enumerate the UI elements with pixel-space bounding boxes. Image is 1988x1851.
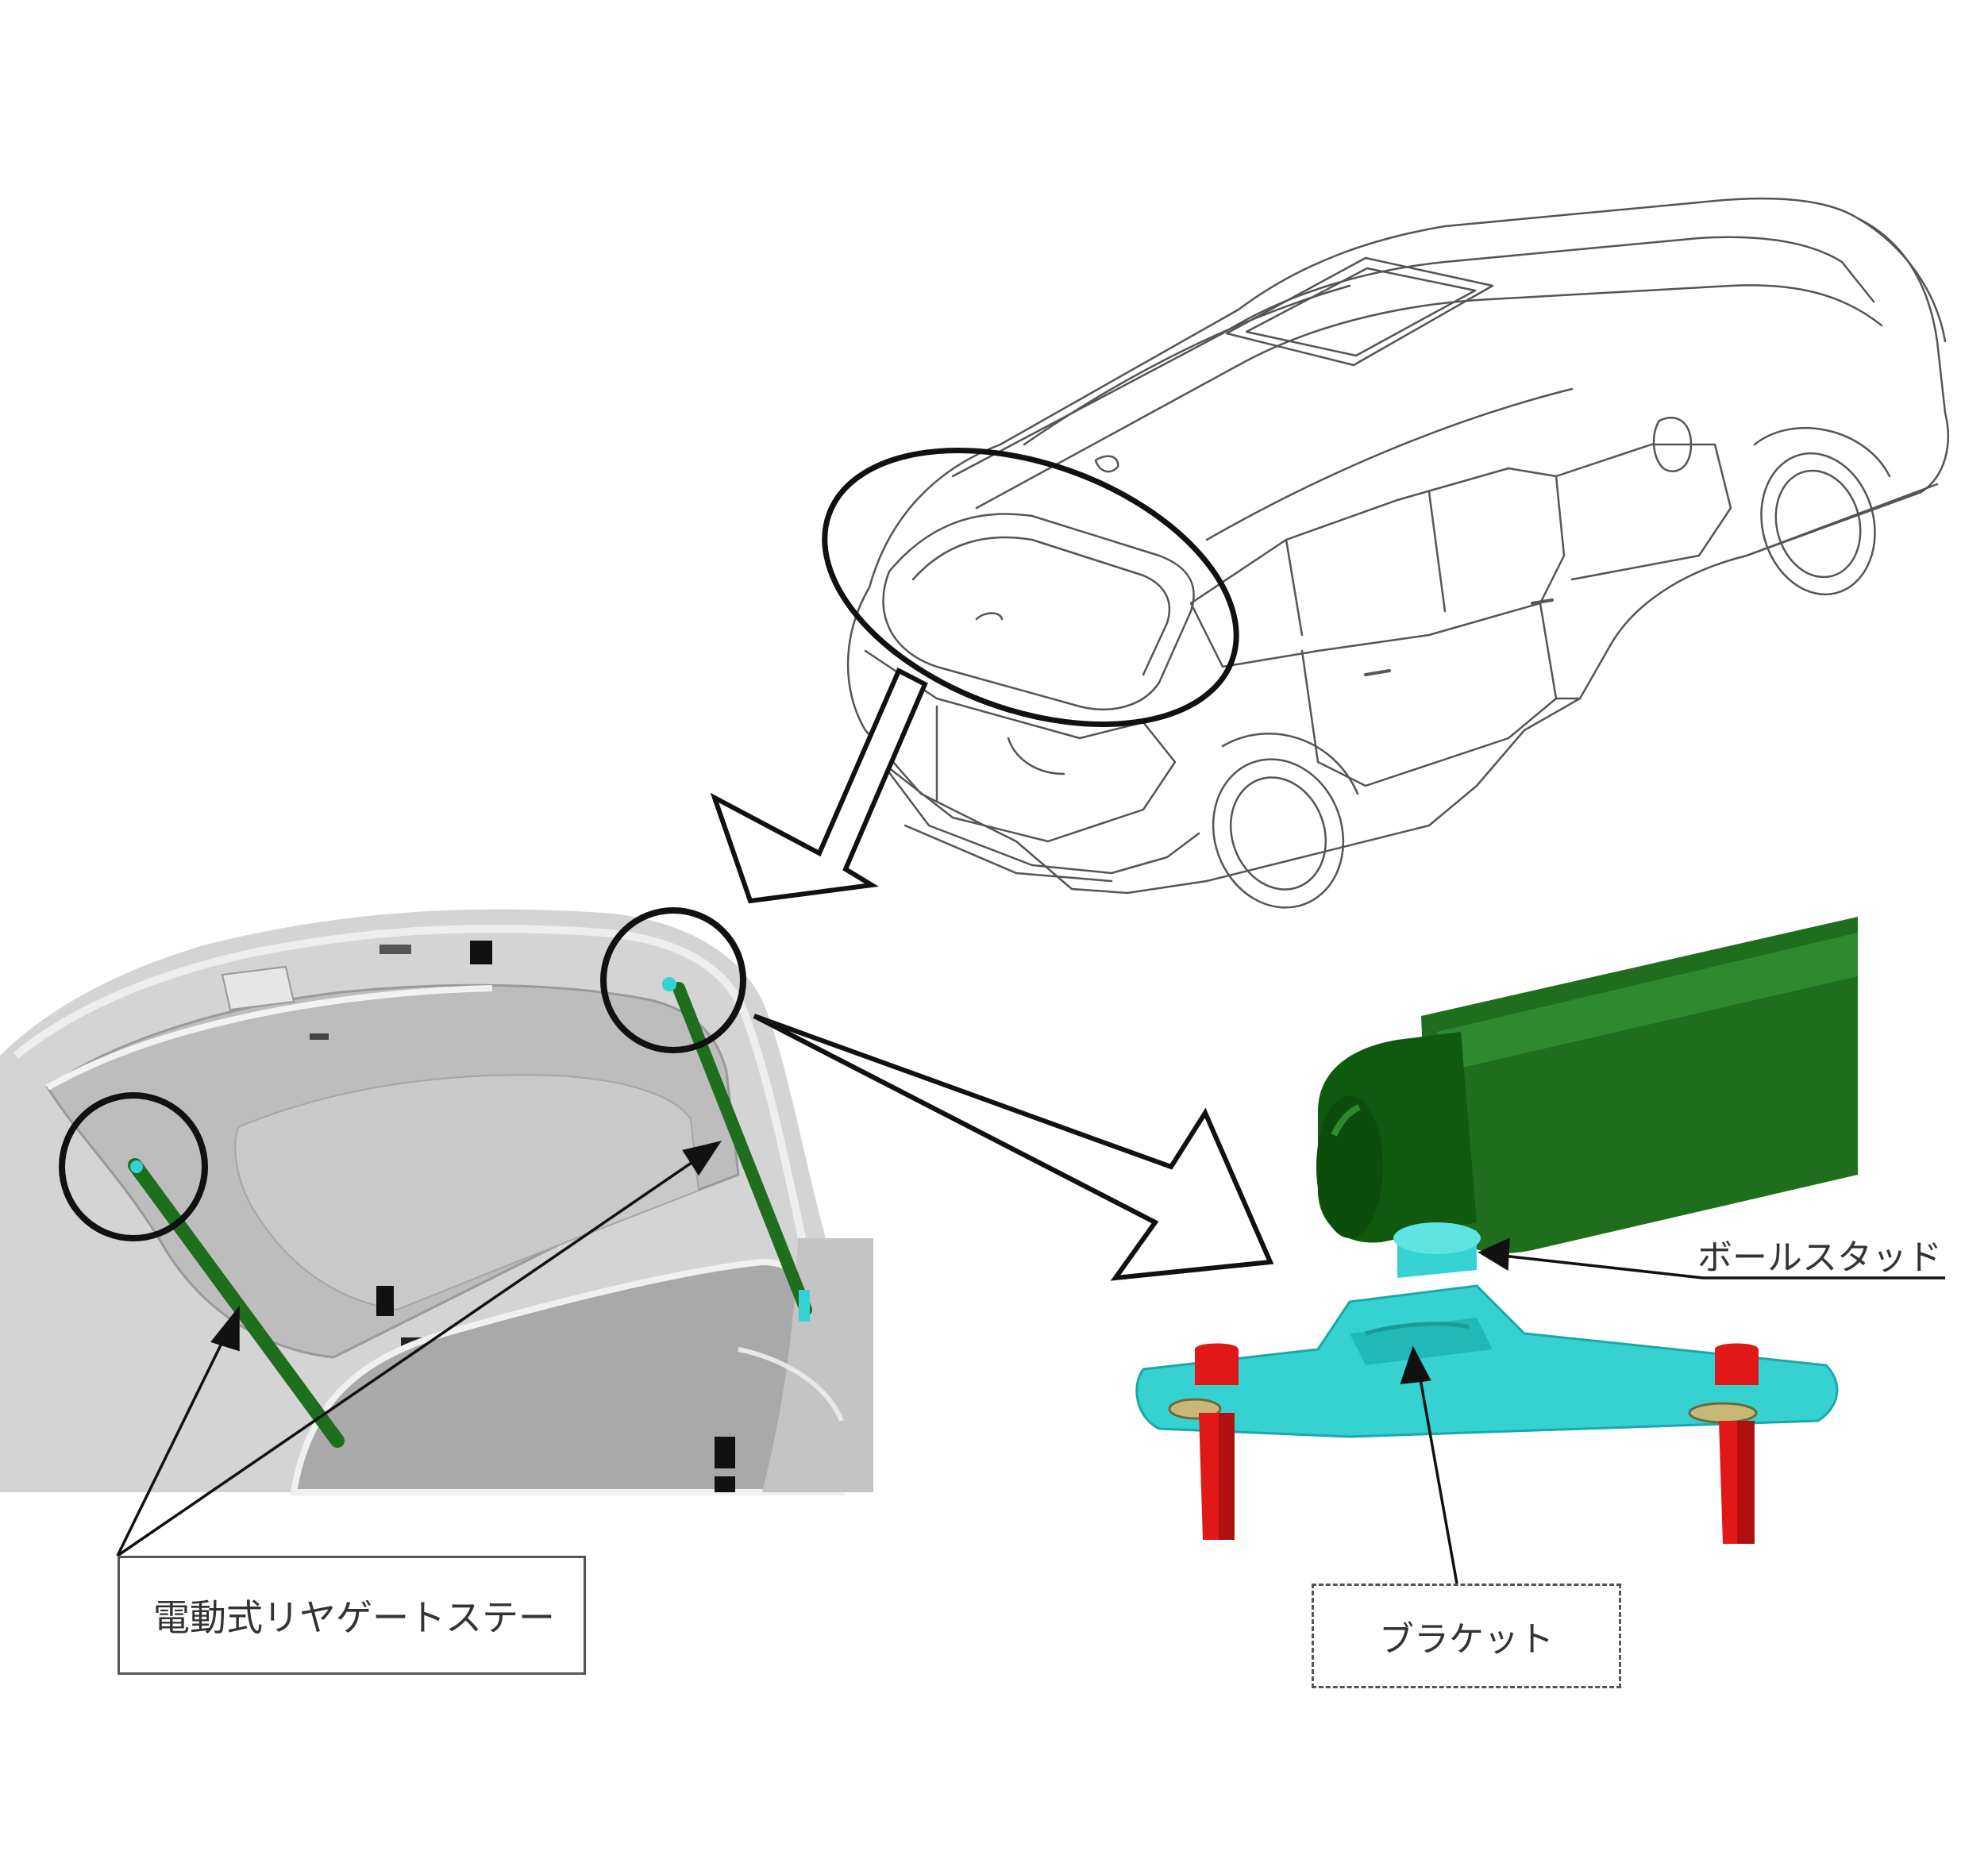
ball-stud-label: ボールスタッド [1697, 1237, 1942, 1278]
tailgate-highlight-ellipse [822, 448, 1239, 727]
stay-leader-lines [116, 1141, 722, 1557]
bracket-leader [1400, 1345, 1458, 1584]
stay-mount-circle-left [59, 1092, 208, 1241]
ball-stud-leader [1478, 1237, 1945, 1280]
stay-left [128, 1158, 345, 1448]
power-liftgate-stay-label-box: 電動式リヤゲートステー [118, 1556, 586, 1675]
vehicle-outline-illustration [846, 197, 1949, 909]
power-liftgate-stay-label: 電動式リヤゲートステー [153, 1596, 555, 1639]
ball-stud-bracket-detail [1135, 917, 1858, 1544]
stay-mount-circle-right [600, 907, 746, 1053]
bracket-label: ブラケット [1379, 1619, 1554, 1660]
tailgate-open-rendering [0, 909, 873, 1495]
bracket-label-box: ブラケット [1312, 1584, 1621, 1688]
zoom-arrow-to-tailgate [710, 667, 928, 904]
